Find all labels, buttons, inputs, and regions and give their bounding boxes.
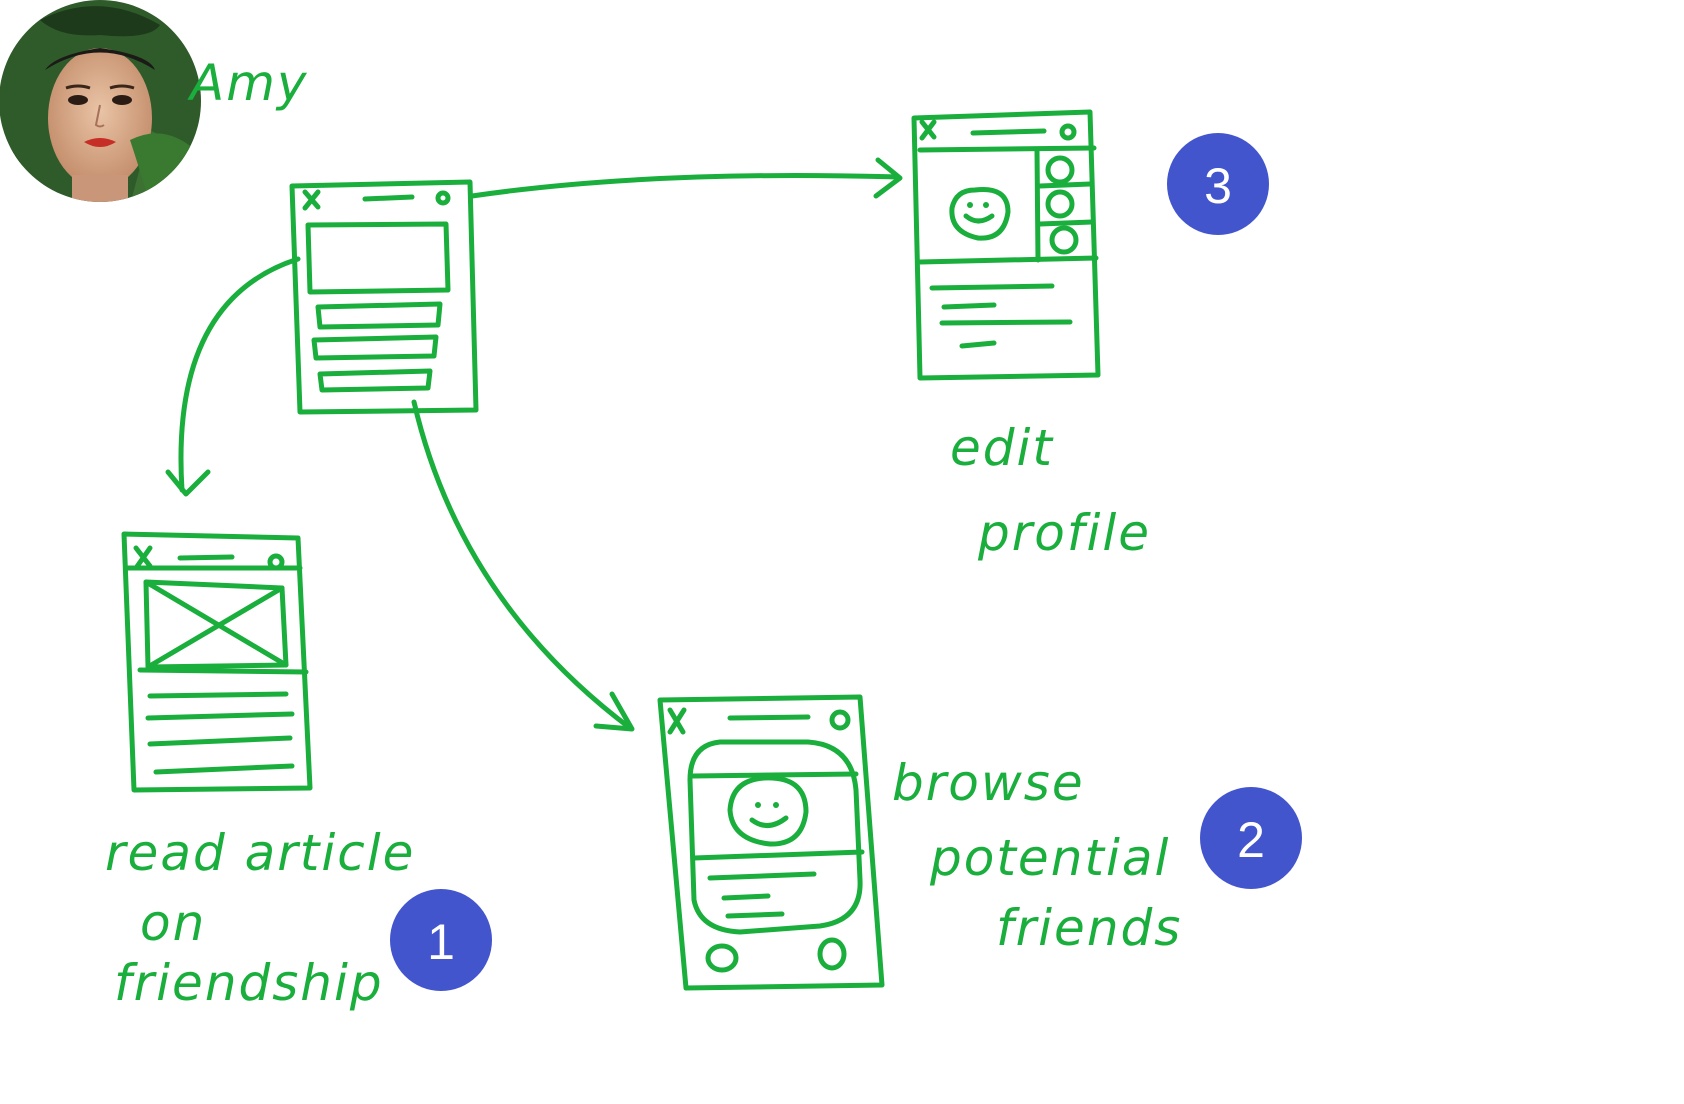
avatar <box>0 0 201 202</box>
arrow-home-to-profile <box>469 157 903 199</box>
browse-label-line-3: friends <box>996 899 1182 957</box>
step-badge-1: 1 <box>390 889 492 991</box>
browse-label: browse potential friends <box>892 754 1182 957</box>
article-label: read article on friendship <box>105 824 415 1012</box>
step-number-1: 1 <box>427 914 455 970</box>
article-label-line-1: read article <box>105 824 415 882</box>
article-label-line-3: friendship <box>114 954 384 1012</box>
step-number-3: 3 <box>1204 158 1232 214</box>
persona-name: Amy <box>187 54 309 112</box>
profile-label: edit profile <box>950 419 1151 562</box>
step-badge-3: 3 <box>1167 133 1269 235</box>
step-number-2: 2 <box>1237 812 1265 868</box>
profile-label-line-1: edit <box>950 419 1054 477</box>
browse-screen-wireframe <box>657 694 885 991</box>
browse-label-line-1: browse <box>892 754 1085 812</box>
profile-label-line-2: profile <box>977 504 1151 562</box>
profile-screen-wireframe <box>911 109 1101 381</box>
browse-label-line-2: potential <box>929 829 1170 887</box>
article-label-line-2: on <box>140 894 206 952</box>
arrow-home-to-article <box>165 256 301 497</box>
arrow-home-to-browse <box>411 399 635 732</box>
article-screen-wireframe <box>121 531 313 793</box>
step-badge-2: 2 <box>1200 787 1302 889</box>
home-screen-wireframe <box>289 179 479 415</box>
